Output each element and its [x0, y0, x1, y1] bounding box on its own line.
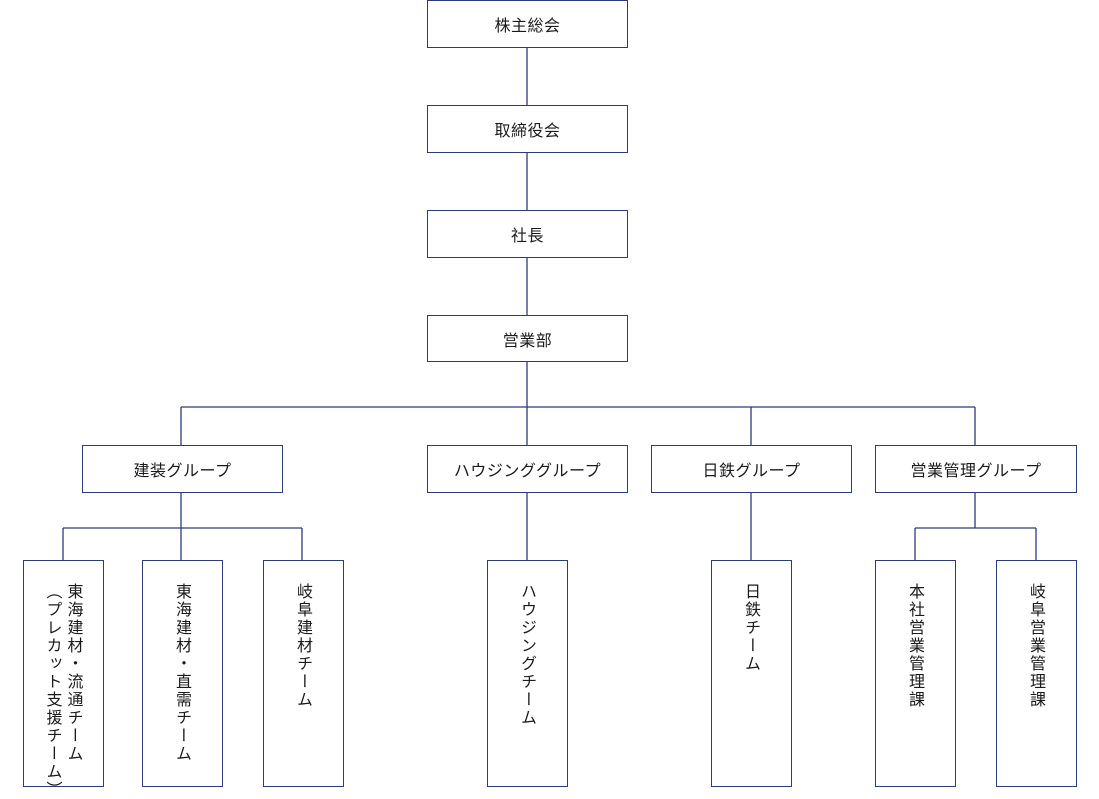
shareholders-meeting-label: 株主総会	[494, 16, 561, 35]
sales-department-label: 営業部	[502, 330, 553, 350]
team-box-nittetsu: 日鉄チーム	[711, 560, 792, 787]
group-label: 営業管理グループ	[910, 461, 1042, 480]
team-label: 日鉄チーム	[742, 583, 761, 673]
group-label: 建装グループ	[133, 461, 232, 480]
team-label: 本社営業管理課	[906, 583, 925, 709]
team-box-gifu-kenzai: 岐阜建材チーム	[263, 560, 344, 787]
group-box-housing: ハウジンググループ	[427, 445, 628, 493]
group-box-nittetsu: 日鉄グループ	[651, 445, 852, 493]
team-label: ハウジングチーム	[518, 583, 537, 727]
team-box-gifu-eigyo-kanri: 岐阜営業管理課	[996, 560, 1077, 787]
shareholders-meeting-box: 株主総会	[427, 0, 628, 48]
board-of-directors-label: 取締役会	[494, 121, 561, 140]
team-box-tokai-ryutsu: 東海建材・流通チーム （プレカット支援チーム）	[23, 560, 104, 799]
president-label: 社長	[510, 226, 544, 245]
group-box-eigyo-kanri: 営業管理グループ	[875, 445, 1077, 493]
team-label: 岐阜建材チーム	[294, 583, 313, 709]
team-label: 東海建材・直需チーム	[173, 583, 192, 763]
president-box: 社長	[427, 210, 628, 258]
team-label: 東海建材・流通チーム （プレカット支援チーム）	[43, 583, 84, 799]
team-label: 岐阜営業管理課	[1027, 583, 1046, 709]
team-box-honsha-eigyo-kanri: 本社営業管理課	[875, 560, 956, 787]
group-box-kenso: 建装グループ	[82, 445, 283, 493]
group-label: ハウジンググループ	[453, 461, 602, 480]
sales-department-box: 営業部	[427, 315, 628, 362]
team-box-tokai-chokuju: 東海建材・直需チーム	[142, 560, 223, 787]
group-label: 日鉄グループ	[702, 461, 801, 480]
board-of-directors-box: 取締役会	[427, 105, 628, 153]
team-box-housing: ハウジングチーム	[487, 560, 568, 787]
